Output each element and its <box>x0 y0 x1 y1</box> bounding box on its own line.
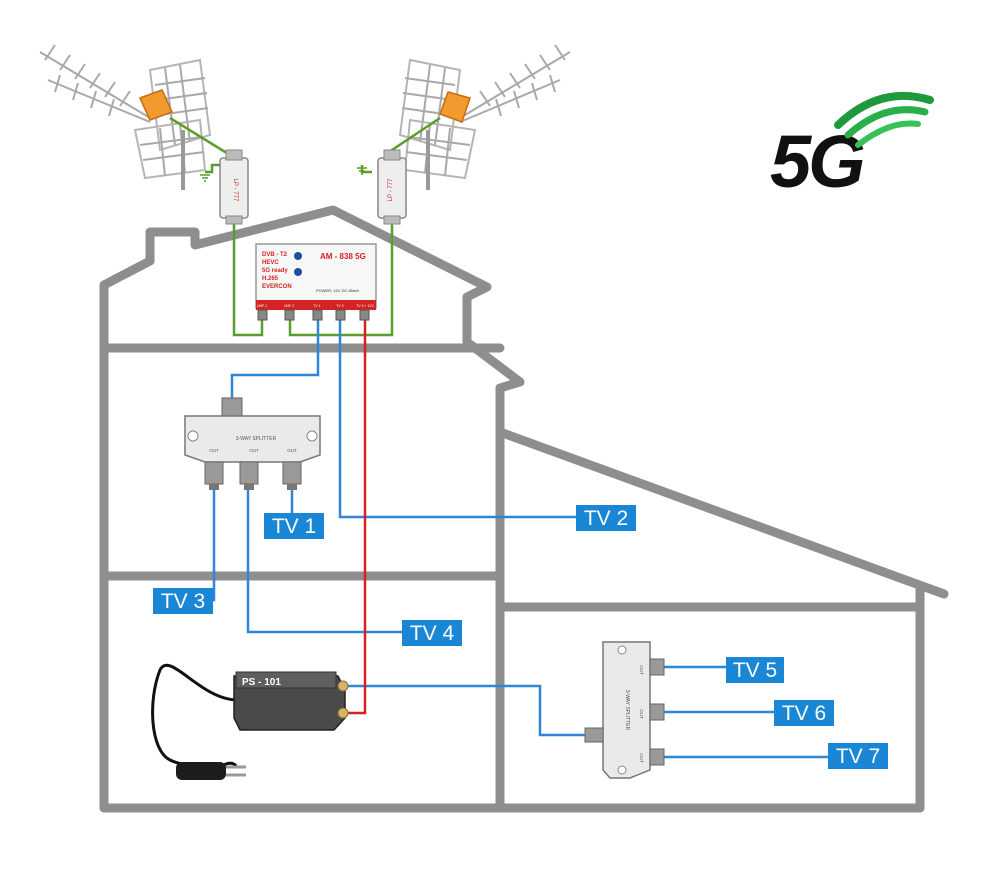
5g-logo: 5G <box>770 91 934 203</box>
cable-tv1 <box>266 490 294 519</box>
ground-symbols <box>200 167 367 182</box>
tv-label-1: TV 1 <box>264 513 324 539</box>
tv-label-2: TV 2 <box>576 505 636 531</box>
tv-label-4-text: TV 4 <box>410 622 455 645</box>
splitter-top-port-2: OUT <box>287 448 297 453</box>
amp-spec-4: EVERCON <box>262 284 292 290</box>
cable-tv4 <box>246 490 404 634</box>
tv-label-5: TV 5 <box>726 657 784 683</box>
amp-gain-knob-1 <box>294 252 302 260</box>
amp-port-0: UHF 1 <box>257 304 267 308</box>
amp-port-1: UHF 2 <box>284 304 294 308</box>
splitter-right-text: 3-WAY SPLITTER <box>624 690 630 731</box>
amp-spec-2: 5G ready <box>262 268 288 274</box>
ps-plug <box>176 762 226 780</box>
house-outline <box>99 205 949 813</box>
amp-model: AM - 838 5G <box>320 252 366 261</box>
amp-power-note: POWER: 12V DC 85mA <box>316 288 359 293</box>
lp-filter-right: LP - 777 <box>377 149 407 225</box>
splitter-right-port-0: OUT <box>639 665 644 675</box>
annex-roof <box>495 427 949 599</box>
lp-filter-right-label: LP - 777 <box>388 178 394 201</box>
5g-arc-3 <box>855 120 921 148</box>
cable-ps-to-splitter <box>345 684 585 737</box>
splitter-top-text: 3-WAY SPLITTER <box>236 436 277 442</box>
antenna-left <box>39 44 212 190</box>
tv-label-1-text: TV 1 <box>272 515 316 538</box>
splitter-top: 3-WAY SPLITTER OUT OUT OUT <box>184 397 321 490</box>
amp-spec-3: H.265 <box>262 276 279 282</box>
tv-label-3: TV 3 <box>153 588 213 614</box>
power-cable <box>345 318 367 715</box>
power-supply-ps101: PS - 101 <box>151 663 349 780</box>
ps-model-label: PS - 101 <box>242 677 281 688</box>
cable-tv2 <box>338 318 580 519</box>
tv-label-6-text: TV 6 <box>782 702 826 725</box>
amplifier-am838: DVB - T2 HEVC 5G ready H.265 EVERCON AM … <box>255 243 377 321</box>
amp-spec-1: HEVC <box>262 260 279 266</box>
antenna-right <box>398 44 571 190</box>
splitter-top-in-port <box>221 397 243 417</box>
tv-label-7: TV 7 <box>828 743 888 769</box>
splitter-right: 3-WAY SPLITTER OUT OUT OUT <box>584 641 665 779</box>
amp-port-3: TV 2 <box>336 304 343 308</box>
amp-port-2: TV 1 <box>313 304 320 308</box>
splitter-top-port-0: OUT <box>209 448 219 453</box>
tv-label-5-text: TV 5 <box>733 659 777 682</box>
amp-spec-0: DVB - T2 <box>262 252 288 258</box>
ps-power-cord <box>151 663 239 772</box>
amp-gain-knob-2 <box>294 268 302 276</box>
house-left-wing <box>99 205 525 813</box>
tv-label-6: TV 6 <box>774 700 834 726</box>
5g-arc-1 <box>834 91 934 129</box>
tv-label-7-text: TV 7 <box>836 745 880 768</box>
amp-port-4: TV 3 + 12V <box>356 304 374 308</box>
splitter-right-port-2: OUT <box>639 753 644 763</box>
tv-label-3-text: TV 3 <box>161 590 205 613</box>
5g-arc-2 <box>844 106 929 139</box>
splitter-top-port-1: OUT <box>249 448 259 453</box>
lp-filter-left-label: LP - 777 <box>232 179 238 202</box>
antenna-right-head <box>439 91 471 123</box>
splitter-right-port-1: OUT <box>639 709 644 719</box>
tv-label-2-text: TV 2 <box>584 507 628 530</box>
tv-label-4: TV 4 <box>402 620 462 646</box>
antenna-left-head <box>138 89 174 121</box>
cable-tv3 <box>212 490 216 602</box>
lp-filter-left: LP - 777 <box>219 149 249 225</box>
